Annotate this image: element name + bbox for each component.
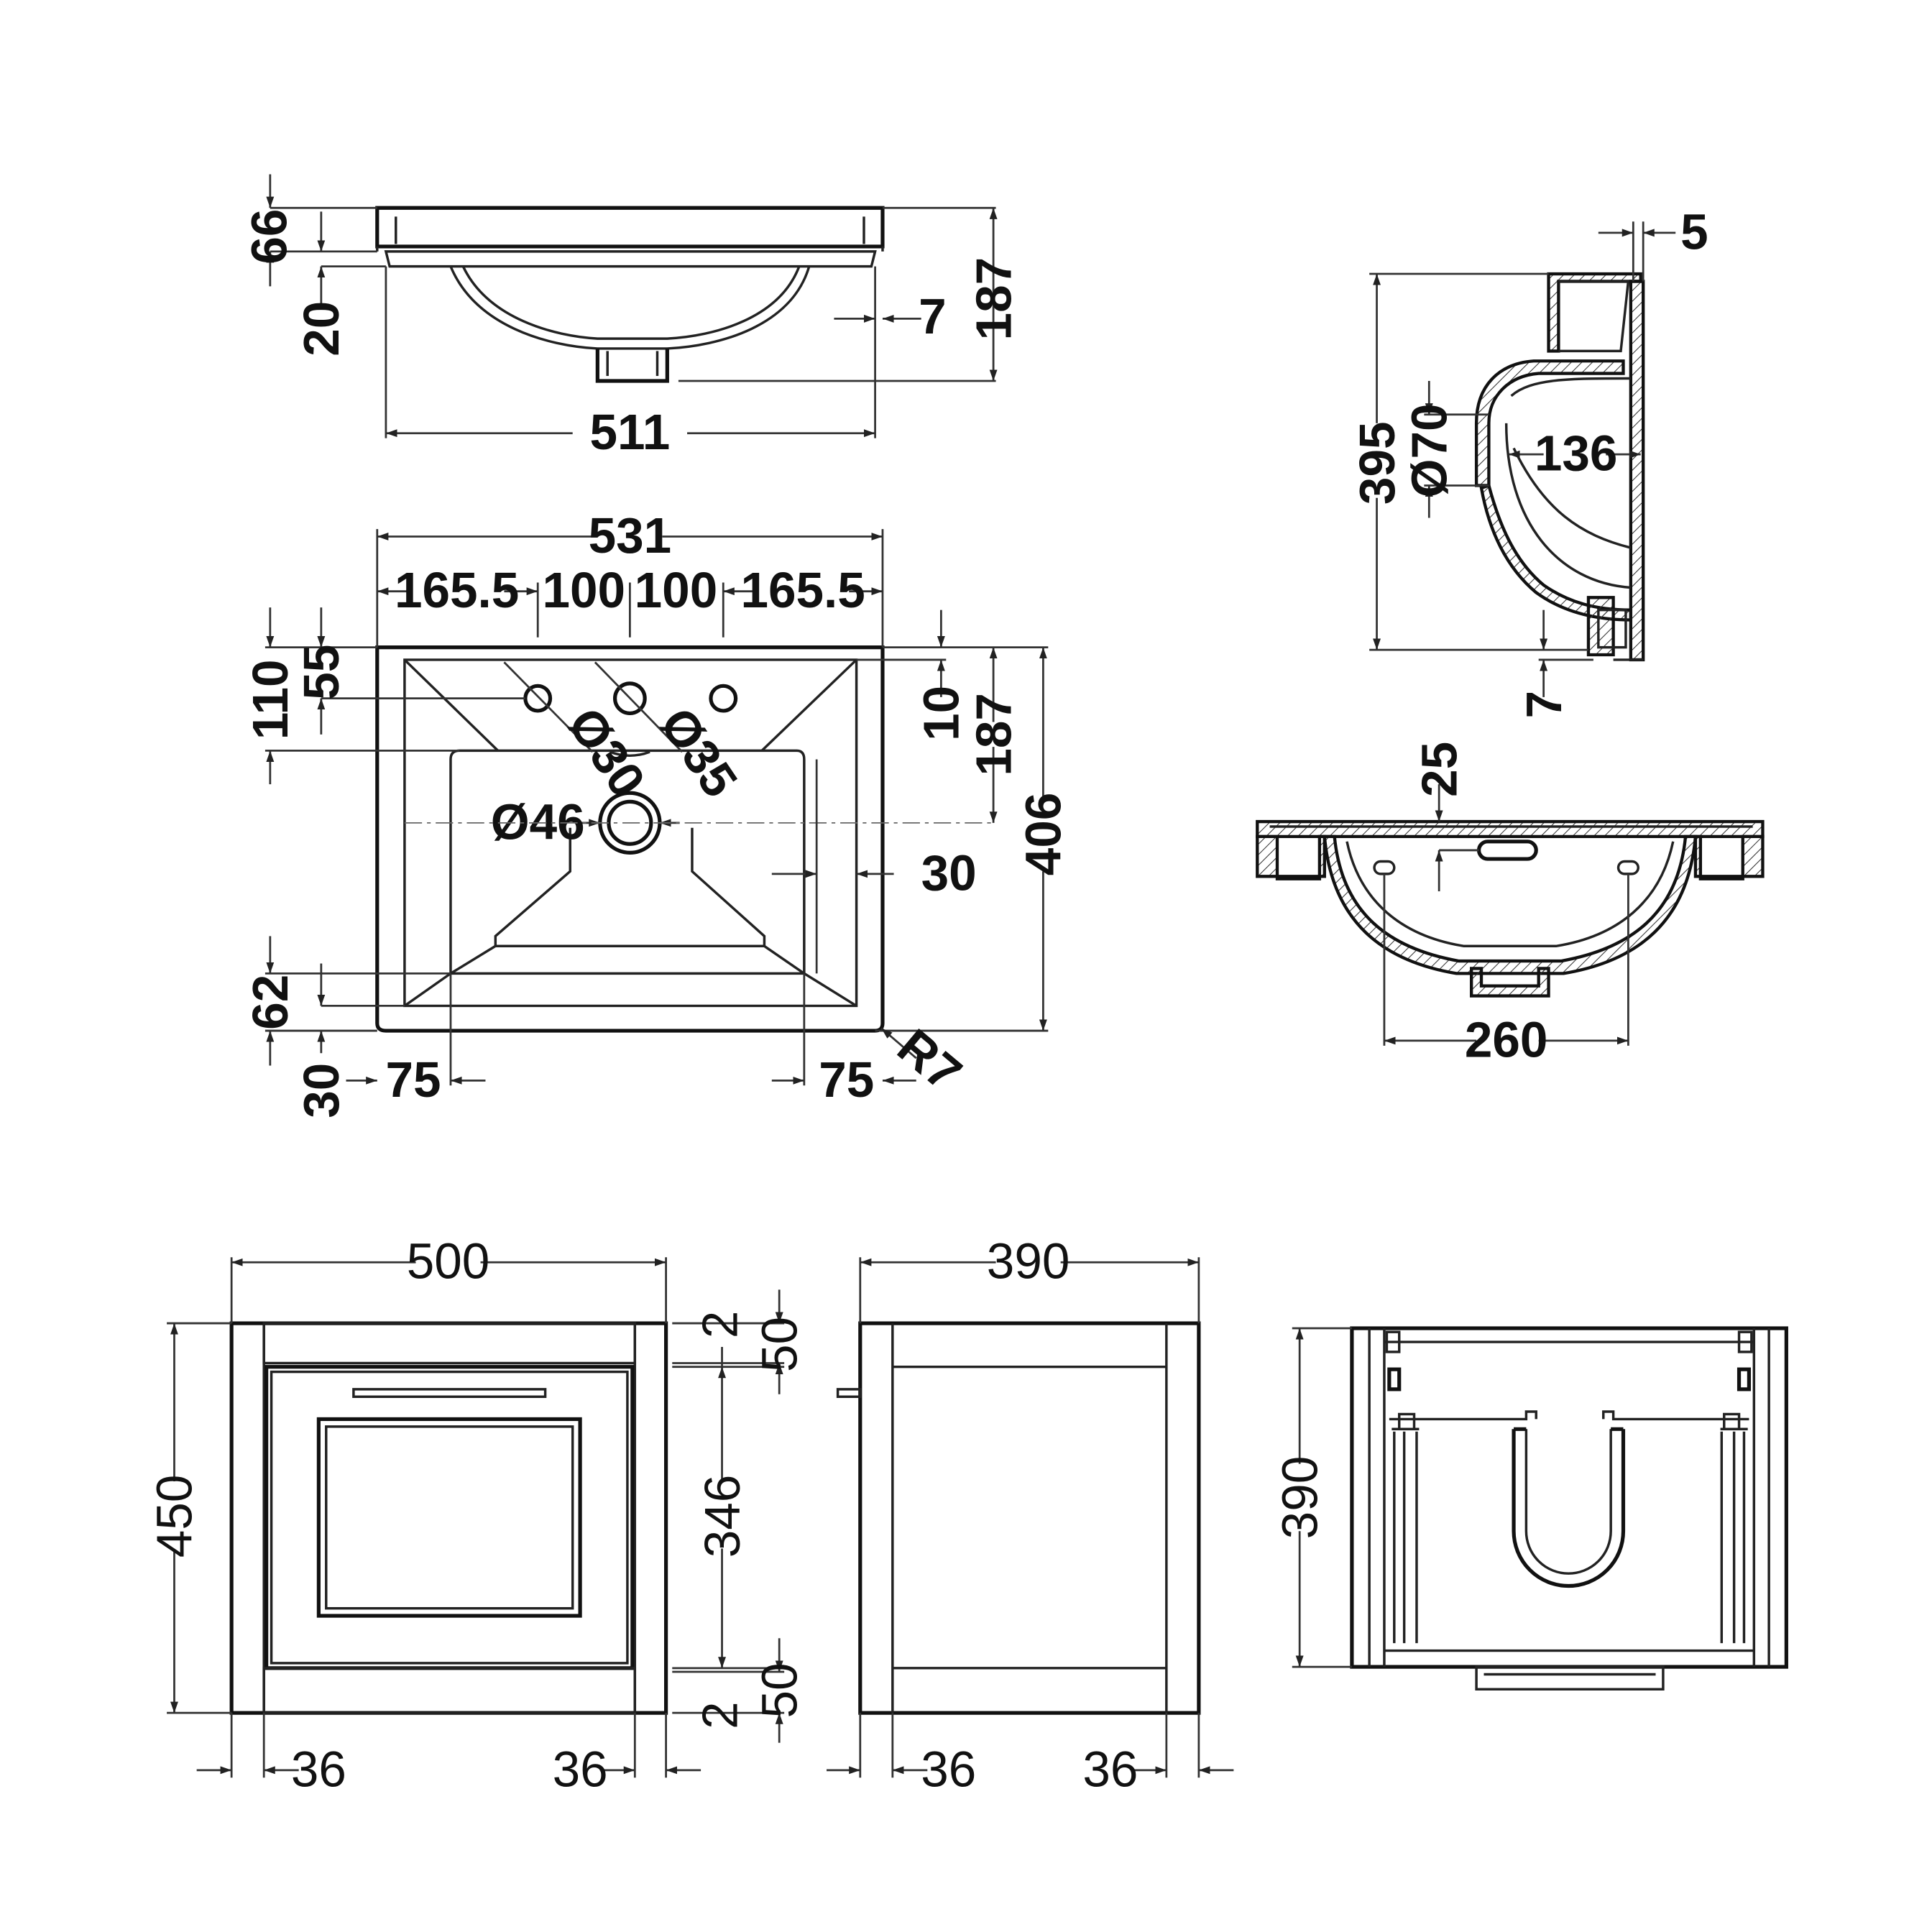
- dim-taphole-100-right: 100: [635, 562, 718, 618]
- tap-hole-right: [709, 684, 738, 713]
- dim-front-edge-110: 110: [242, 659, 298, 740]
- dim-fixing-centres-260: 260: [1465, 1011, 1548, 1067]
- dim-taphole-100-left: 100: [542, 562, 625, 618]
- dim-waste-outlet-dia-70: Ø70: [1402, 404, 1458, 498]
- dim-corner-75-right: 75: [819, 1052, 874, 1108]
- dim-basin-height-187: 187: [965, 257, 1021, 341]
- dim-bowl-front-62: 62: [242, 975, 298, 1030]
- dim-stile-right-36: 36: [553, 1741, 608, 1797]
- dim-base-7: 7: [1516, 691, 1572, 719]
- dim-side-stile-left-36: 36: [921, 1741, 976, 1797]
- dim-gap-bottom-2: 2: [691, 1701, 748, 1729]
- dim-hole-dia-30: Ø30: [557, 697, 656, 806]
- dim-door-height-346: 346: [694, 1475, 750, 1558]
- dim-unit-height-450: 450: [147, 1475, 203, 1558]
- dim-side-stile-right-36: 36: [1082, 1741, 1138, 1797]
- dim-plan-depth-390: 390: [1271, 1456, 1328, 1540]
- trap-cutout: [1512, 1429, 1626, 1588]
- dim-waste-dia-46: Ø46: [491, 794, 585, 850]
- basin-side-section: 395 Ø70 136 5 7: [1349, 203, 1708, 718]
- dim-unit-width-500: 500: [407, 1233, 490, 1289]
- dim-basin-width-511: 511: [589, 404, 670, 460]
- dim-back-wall-5: 5: [1680, 203, 1708, 259]
- dim-rim-front-30: 30: [293, 1063, 349, 1118]
- unit-door: [264, 1365, 635, 1670]
- dim-basin-offset-7: 7: [919, 288, 947, 344]
- unit-top-view: 390: [1271, 1326, 1788, 1690]
- dim-bottom-rail-50: 50: [751, 1662, 807, 1718]
- unit-front-view: 500 450 2 50 346 50 2 36 36: [147, 1233, 808, 1798]
- tap-hole-left: [523, 684, 553, 713]
- dim-rim-10: 10: [914, 686, 970, 741]
- dim-bowl-side-30: 30: [921, 845, 977, 901]
- dim-side-height-395: 395: [1349, 421, 1405, 505]
- dim-taphole-165-right: 165.5: [740, 562, 865, 618]
- door-handle: [352, 1388, 547, 1398]
- dim-taphole-offset-55: 55: [293, 645, 349, 700]
- basin-front-view: 66 20 187 7 511: [241, 174, 1021, 460]
- tap-hole-center: [612, 681, 647, 716]
- basin-top-view: 531 165.5 100 100 165.5 110 55 Ø30 Ø35 Ø…: [242, 507, 1072, 1118]
- dim-waste-position-187: 187: [965, 693, 1021, 776]
- dim-unit-depth-390: 390: [987, 1233, 1070, 1289]
- dim-corner-75-left: 75: [385, 1052, 441, 1108]
- dim-projection-136: 136: [1535, 426, 1618, 482]
- dim-taphole-165-left: 165.5: [395, 562, 519, 618]
- dim-basin-length-531: 531: [589, 507, 672, 564]
- dim-basin-rim-66: 66: [241, 209, 297, 264]
- dim-gap-top-2: 2: [691, 1311, 748, 1339]
- dim-top-rail-50: 50: [751, 1317, 807, 1372]
- dim-overflow-25: 25: [1411, 742, 1467, 797]
- dim-stile-left-36: 36: [291, 1741, 346, 1797]
- dim-basin-lip-20: 20: [293, 301, 349, 356]
- dim-basin-depth-406: 406: [1016, 793, 1072, 876]
- unit-side-view: 390 36 36: [827, 1233, 1234, 1797]
- basin-rear-section: 25 260: [1256, 742, 1765, 1067]
- dim-hole-dia-35: Ø35: [650, 697, 749, 806]
